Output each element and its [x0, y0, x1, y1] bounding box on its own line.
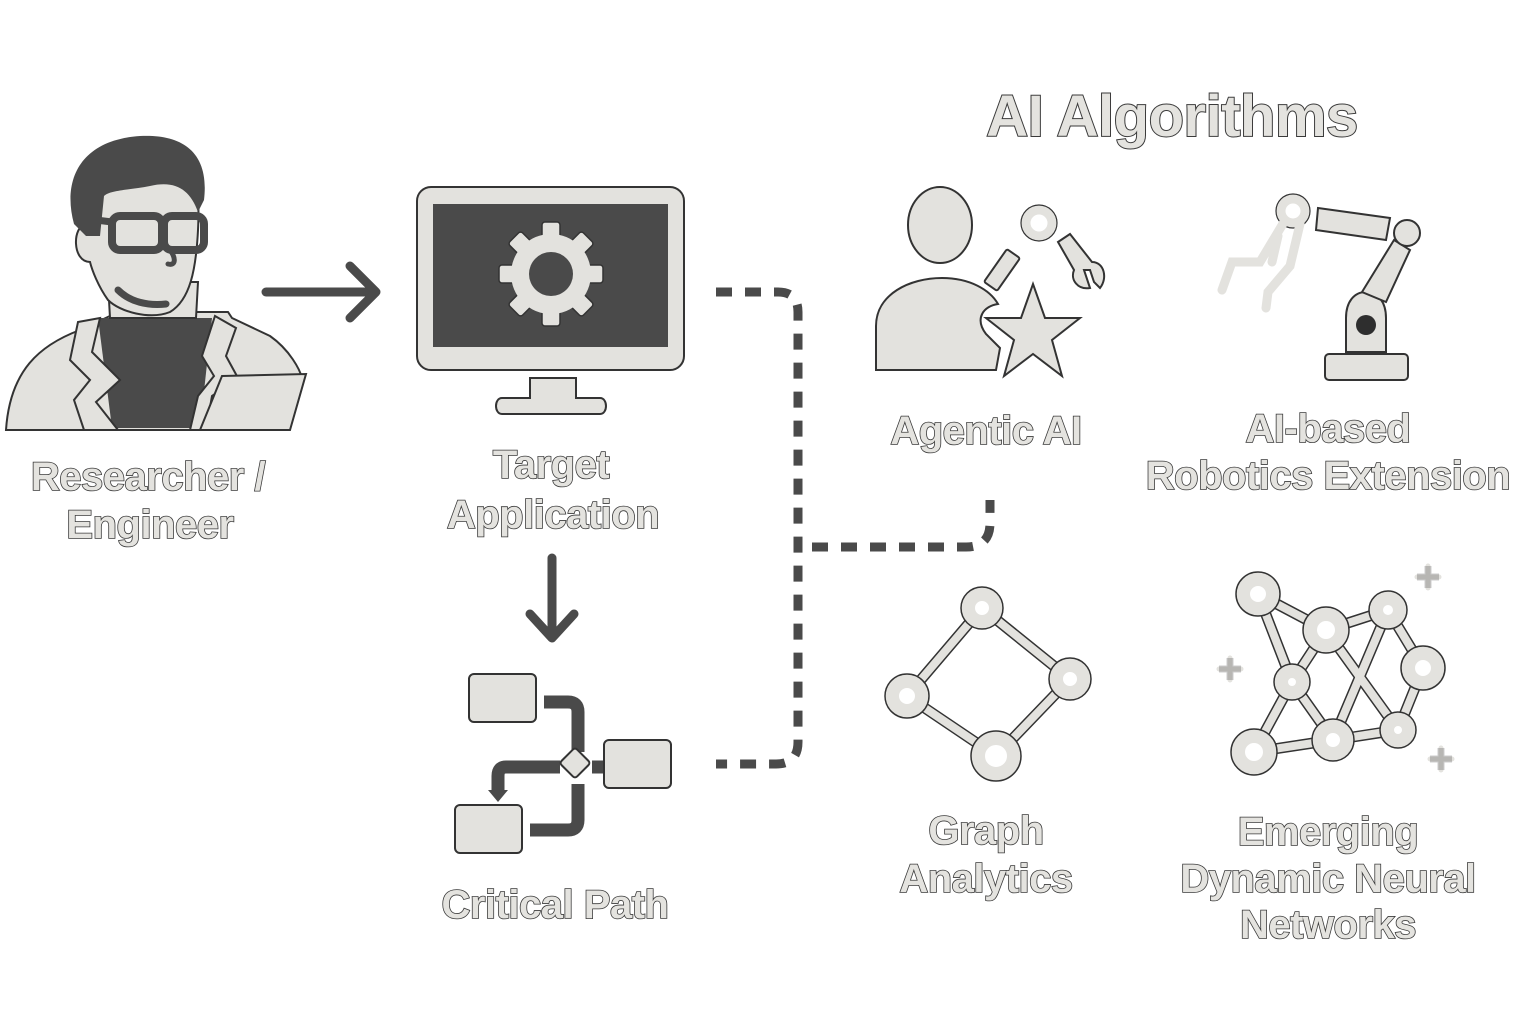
connector-target-to-bus	[716, 287, 803, 769]
robotic-arm-icon	[1217, 193, 1421, 381]
gear-icon	[498, 221, 604, 327]
robotics-label-line2: Robotics Extension	[1146, 454, 1510, 498]
agentic-ai-node: Agentic AI	[875, 186, 1106, 454]
researcher-with-laptop-icon	[4, 135, 308, 431]
target-label-line1: Target	[493, 443, 609, 487]
graph-nodes-icon	[884, 586, 1092, 782]
person-star-robot-arm-icon	[875, 186, 1106, 379]
neural-networks-label-line1: Emerging	[1238, 810, 1418, 854]
neural-networks-node: Emerging Dynamic Neural Networks	[1180, 563, 1477, 948]
monitor-gear-icon	[416, 186, 685, 415]
critical-path-label: Critical Path	[442, 883, 669, 927]
flowchart-icon	[454, 673, 672, 854]
graph-analytics-label-line2: Analytics	[899, 857, 1072, 901]
neural-network-icon	[1216, 563, 1455, 776]
researcher-label-line1: Researcher /	[31, 455, 266, 499]
robotics-label-line1: AI-based	[1246, 407, 1411, 451]
connector-bus-to-agentic	[812, 500, 995, 552]
agentic-ai-label: Agentic AI	[890, 409, 1081, 453]
dashed-connectors	[716, 287, 995, 769]
sparkle-icons	[1216, 563, 1455, 773]
critical-path-node: Critical Path	[441, 673, 672, 928]
neural-networks-label-line2: Dynamic Neural	[1180, 857, 1475, 901]
arrow-down-icon	[525, 553, 579, 643]
graph-analytics-node: Graph Analytics	[884, 586, 1092, 902]
target-application-node: Target Application	[416, 186, 685, 538]
arrow-right-icon	[261, 261, 381, 323]
robotics-node: AI-based Robotics Extension	[1145, 193, 1511, 499]
graph-analytics-label-line1: Graph	[928, 809, 1043, 853]
target-label-line2: Application	[447, 493, 659, 537]
diagram-title: AI Algorithms	[986, 84, 1358, 149]
neural-networks-label-line3: Networks	[1240, 903, 1416, 947]
researcher-label-line2: Engineer	[66, 503, 233, 547]
researcher-node: Researcher / Engineer	[4, 135, 308, 548]
